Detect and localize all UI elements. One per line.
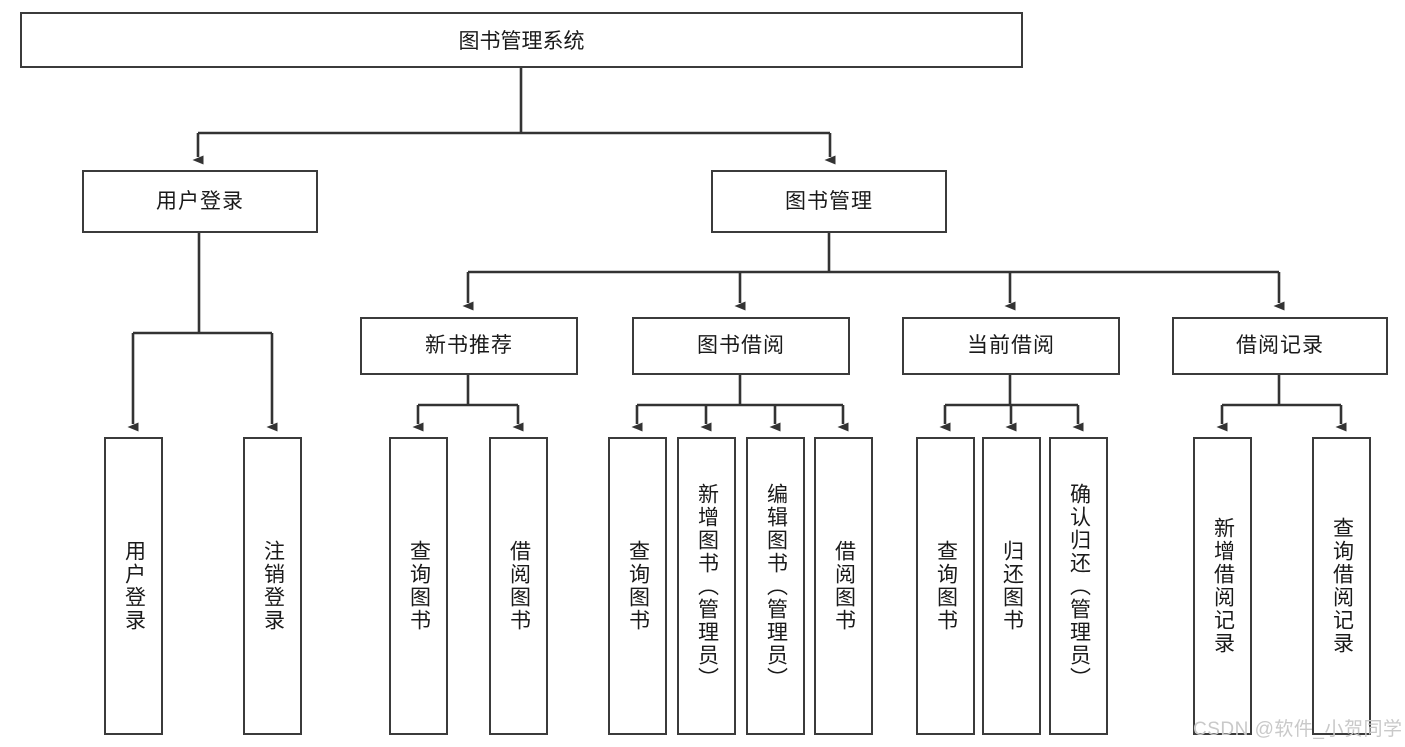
node-book-management[interactable]: 图书管理	[711, 170, 947, 233]
leaf-book-borrow-borrow[interactable]: 借阅图书	[814, 437, 873, 735]
leaf-user-login-login[interactable]: 用户登录	[104, 437, 163, 735]
node-label: 查询图书	[626, 540, 650, 632]
node-new-book-recommend[interactable]: 新书推荐	[360, 317, 578, 375]
node-label: 查询图书	[934, 540, 958, 632]
leaf-new-book-query[interactable]: 查询图书	[389, 437, 448, 735]
node-label: 图书管理	[785, 189, 873, 213]
node-label: 图书管理系统	[458, 30, 585, 53]
watermark-text: CSDN @软件_小贺同学	[1193, 719, 1403, 740]
node-label: 查询图书	[407, 540, 431, 632]
node-root-system[interactable]: 图书管理系统	[20, 12, 1023, 68]
node-label: 新增借阅记录	[1211, 517, 1235, 655]
leaf-current-borrow-query[interactable]: 查询图书	[916, 437, 975, 735]
node-label: 编辑图书（管理员）	[764, 482, 788, 690]
node-user-login[interactable]: 用户登录	[82, 170, 318, 233]
leaf-borrow-record-query[interactable]: 查询借阅记录	[1312, 437, 1371, 735]
leaf-current-borrow-return[interactable]: 归还图书	[982, 437, 1041, 735]
leaf-current-borrow-confirm-return[interactable]: 确认归还（管理员）	[1049, 437, 1108, 735]
leaf-borrow-record-add[interactable]: 新增借阅记录	[1193, 437, 1252, 735]
node-label: 用户登录	[122, 540, 146, 632]
node-label: 图书借阅	[697, 334, 785, 358]
leaf-user-login-logout[interactable]: 注销登录	[243, 437, 302, 735]
leaf-book-borrow-add[interactable]: 新增图书（管理员）	[677, 437, 736, 735]
node-label: 借阅记录	[1236, 334, 1324, 358]
node-label: 借阅图书	[832, 540, 856, 632]
node-current-borrow[interactable]: 当前借阅	[902, 317, 1120, 375]
node-label: 确认归还（管理员）	[1067, 482, 1091, 690]
node-borrow-record[interactable]: 借阅记录	[1172, 317, 1388, 375]
node-label: 用户登录	[156, 189, 244, 213]
leaf-book-borrow-edit[interactable]: 编辑图书（管理员）	[746, 437, 805, 735]
node-label: 归还图书	[1000, 540, 1024, 632]
node-label: 新增图书（管理员）	[695, 482, 719, 690]
leaf-book-borrow-query[interactable]: 查询图书	[608, 437, 667, 735]
node-label: 注销登录	[261, 540, 285, 632]
node-label: 借阅图书	[507, 540, 531, 632]
node-label: 查询借阅记录	[1330, 517, 1354, 655]
leaf-new-book-borrow[interactable]: 借阅图书	[489, 437, 548, 735]
node-label: 当前借阅	[967, 334, 1055, 358]
node-book-borrow[interactable]: 图书借阅	[632, 317, 850, 375]
node-label: 新书推荐	[425, 334, 513, 358]
